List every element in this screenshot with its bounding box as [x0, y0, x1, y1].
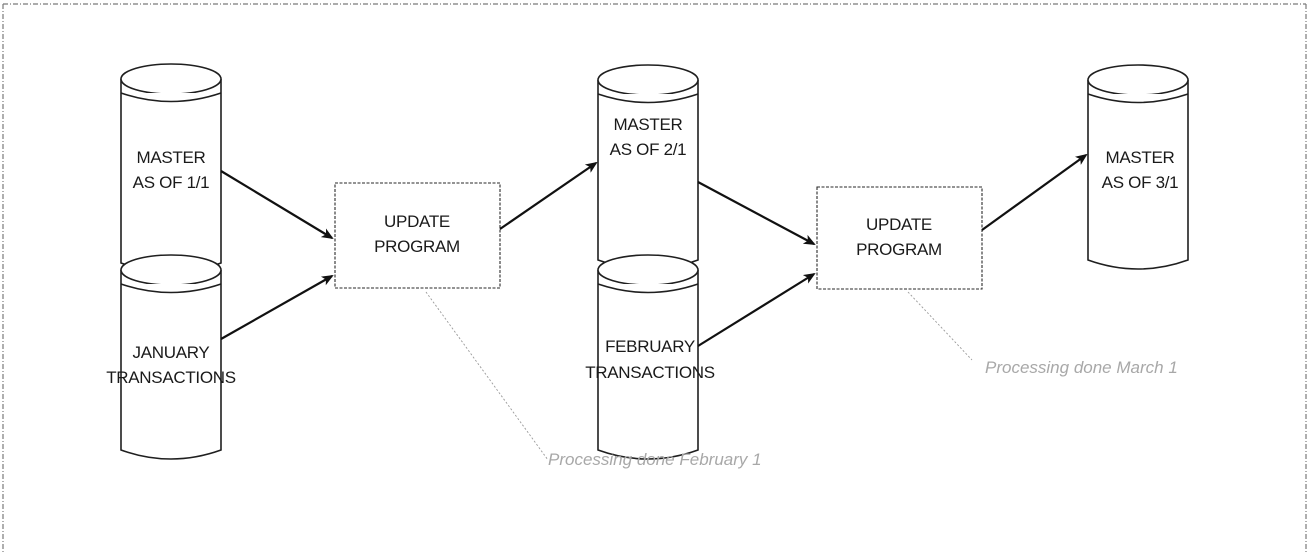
- master-feb-label-line2: AS OF 2/1: [610, 140, 687, 159]
- master-feb-label-line1: MASTER: [613, 115, 682, 134]
- feb-transactions-cylinder: FEBRUARY TRANSACTIONS: [585, 254, 715, 460]
- update-program-2-label-line1: UPDATE: [866, 215, 932, 234]
- arrow-feb-transactions-to-update-2: [697, 272, 816, 347]
- master-jan-label-line1: MASTER: [136, 148, 205, 167]
- master-mar-label-line2: AS OF 3/1: [1102, 173, 1179, 192]
- master-jan-cylinder: MASTER AS OF 1/1: [120, 63, 222, 273]
- master-jan-label-line2: AS OF 1/1: [133, 173, 210, 192]
- callout-line-mar: [907, 291, 973, 361]
- jan-transactions-cylinder: JANUARY TRANSACTIONS: [106, 254, 236, 460]
- update-program-1-label-line1: UPDATE: [384, 212, 450, 231]
- arrow-update-2-to-master-mar: [981, 153, 1088, 231]
- note-mar-processing: Processing done March 1: [985, 358, 1178, 377]
- callout-line-feb: [425, 291, 549, 461]
- feb-transactions-label-line2: TRANSACTIONS: [585, 363, 715, 382]
- feb-transactions-label-line1: FEBRUARY: [605, 337, 695, 356]
- jan-transactions-label-line1: JANUARY: [133, 343, 210, 362]
- update-program-2-box: UPDATE PROGRAM: [816, 186, 983, 290]
- arrow-master-feb-to-update-2: [697, 181, 816, 245]
- diagram-frame: [2, 3, 1307, 553]
- arrow-master-jan-to-update-1: [220, 170, 334, 240]
- update-program-1-label-line2: PROGRAM: [374, 237, 460, 256]
- update-program-1-box: UPDATE PROGRAM: [334, 182, 501, 289]
- update-program-2-label-line2: PROGRAM: [856, 240, 942, 259]
- note-feb-processing: Processing done February 1: [548, 450, 762, 469]
- master-mar-label-line1: MASTER: [1105, 148, 1174, 167]
- master-feb-cylinder: MASTER AS OF 2/1: [597, 64, 699, 270]
- jan-transactions-label-line2: TRANSACTIONS: [106, 368, 236, 387]
- master-mar-cylinder: MASTER AS OF 3/1: [1087, 64, 1189, 270]
- arrow-update-1-to-master-feb: [499, 161, 598, 230]
- arrow-jan-transactions-to-update-1: [220, 275, 334, 340]
